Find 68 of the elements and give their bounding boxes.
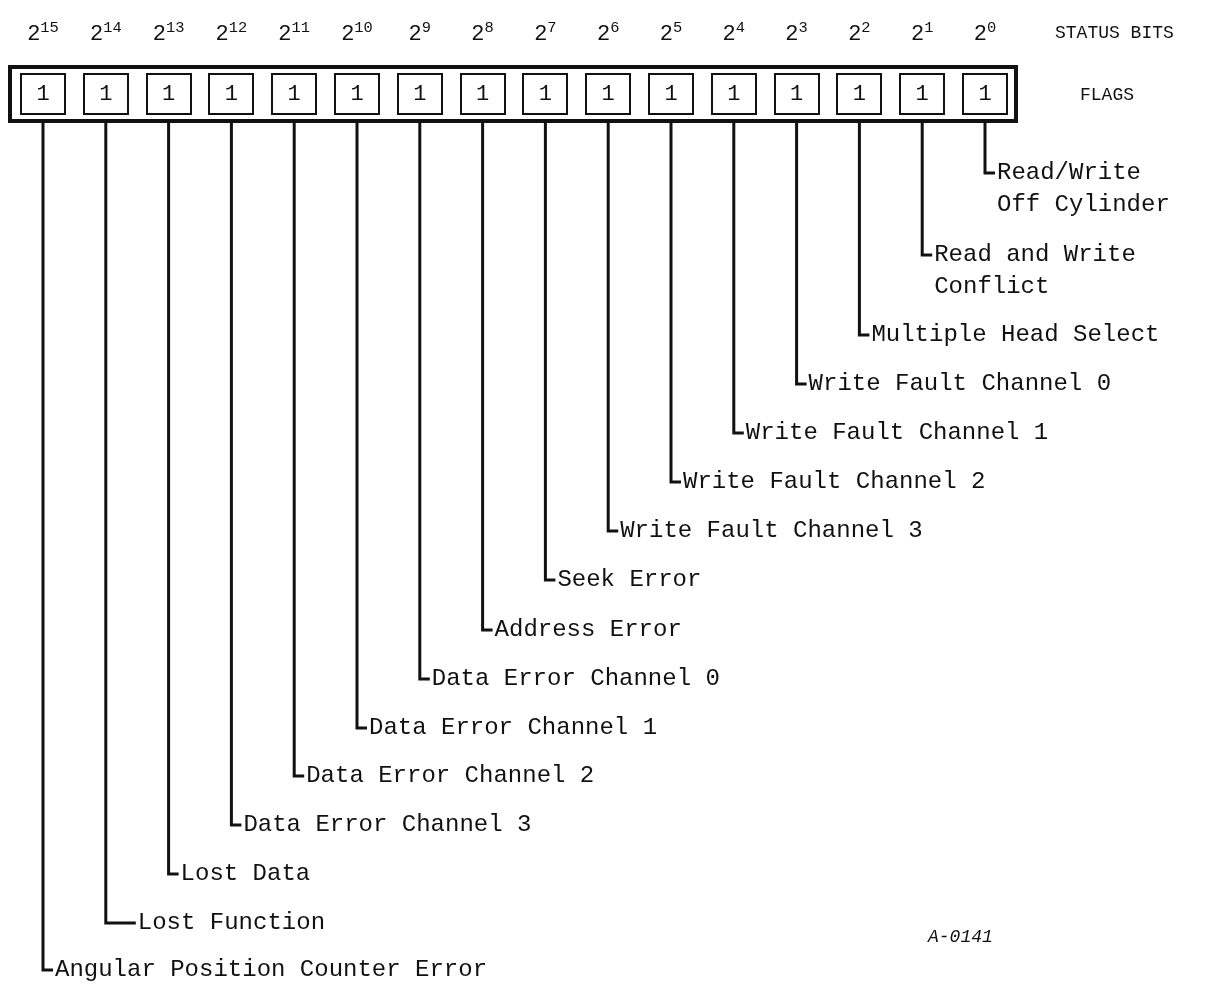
flag-label: Data Error Channel 0 [431,664,720,694]
flag-label: Read and Write Conflict [934,240,1137,302]
flag-label: Multiple Head Select [871,320,1160,350]
flag-value: 1 [36,81,50,107]
flag-value: 1 [727,81,741,107]
bit-weight: 2$^{6}$ [596,18,620,48]
flag-value: 1 [601,81,615,107]
bit-cell [710,73,757,115]
flag-label: Seek Error [557,565,702,595]
flag-value: 1 [476,81,490,107]
flag-label: Address Error [494,615,682,645]
bit-cell [773,73,820,115]
flag-label: Write Fault Channel 1 [745,418,1049,448]
bit-cell [82,73,129,115]
bit-weight: 2$^{0}$ [973,18,997,48]
flag-label: Read/Write Off Cylinder [997,158,1171,220]
figure-number: A-0141 [928,927,993,947]
flag-value: 1 [538,81,552,107]
bit-weight: 2$^{12}$ [215,18,248,48]
bit-weight: 2$^{13}$ [152,18,185,48]
bit-weight: 2$^{14}$ [89,18,122,48]
flag-value: 1 [852,81,866,107]
bit-weight: 2$^{9}$ [408,18,431,48]
bit-weight: 2$^{8}$ [471,18,494,48]
flag-value: 1 [790,81,804,107]
flag-value: 1 [224,81,238,107]
bit-weight: 2$^{10}$ [341,18,373,48]
bit-cell [899,73,946,115]
bit-weight: 2$^{3}$ [785,18,808,48]
row-label: STATUS BITS [1055,23,1174,43]
flag-value: 1 [413,81,427,107]
bit-cell [271,73,318,115]
flag-value: 1 [915,81,929,107]
flag-label: Angular Position Counter Error [55,955,488,985]
bit-cell [396,73,443,115]
bit-cell [334,73,380,115]
bit-weight: 2$^{1}$ [910,18,934,48]
status-register-bar [8,65,1018,123]
bit-cell [648,73,694,115]
flag-value: 1 [99,81,113,107]
flag-value: 1 [287,81,301,107]
flag-label: Lost Data [180,859,311,889]
bit-cell [208,73,255,115]
flag-label: Lost Function [137,908,326,938]
bit-weight: 2$^{4}$ [722,18,745,48]
bit-weight: 2$^{11}$ [278,18,311,48]
flag-label: Data Error Channel 2 [306,761,595,791]
flag-label: Data Error Channel 3 [243,810,532,840]
flag-value: 1 [162,81,176,107]
bit-cell [459,73,506,115]
bit-cell [20,73,66,115]
flag-label: Write Fault Channel 3 [620,516,923,546]
flag-label: Data Error Channel 1 [369,713,658,743]
bit-weight: 2$^{7}$ [534,18,557,48]
flag-label: Write Fault Channel 2 [683,467,986,497]
bit-weight: 2$^{5}$ [659,18,683,48]
bit-weight: 2$^{2}$ [848,18,871,48]
bit-cell [585,73,632,115]
flag-value: 1 [664,81,678,107]
flag-label: Write Fault Channel 0 [808,369,1112,399]
flag-value: 1 [350,81,364,107]
row-label: FLAGS [1080,85,1134,105]
bit-cell [522,73,569,115]
bit-cell [145,73,192,115]
bit-cell [836,73,883,115]
bit-cell [962,73,1008,115]
flag-value: 1 [978,81,992,107]
bit-weight: 2$^{15}$ [27,18,59,48]
